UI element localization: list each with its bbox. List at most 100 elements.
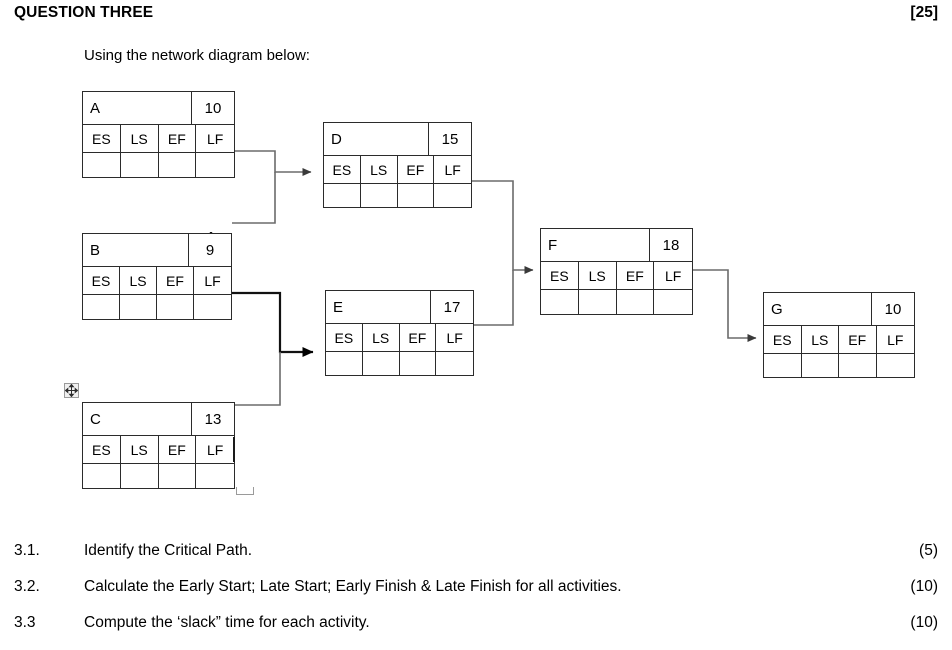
value-lf[interactable] <box>654 290 692 314</box>
node-name: G <box>764 293 872 325</box>
node-title-row: G 10 <box>764 293 914 326</box>
node-header-row: ES LS EF LF <box>541 262 692 290</box>
value-es[interactable] <box>83 464 121 488</box>
node-header-row: ES LS EF LF <box>764 326 914 354</box>
edge-e-to-f <box>474 270 514 326</box>
node-duration: 13 <box>204 410 222 428</box>
node-title-row: A 10 <box>83 92 234 125</box>
value-lf[interactable] <box>877 354 915 377</box>
value-lf[interactable] <box>196 464 234 488</box>
header-ls: LS <box>802 326 839 353</box>
value-es[interactable] <box>326 352 363 375</box>
node-title-row: B 9 <box>83 234 231 267</box>
header-ls: LS <box>363 324 400 351</box>
header-ls: LS <box>121 125 159 152</box>
header-es: ES <box>83 267 120 294</box>
value-ef[interactable] <box>400 352 437 375</box>
header-es: ES <box>83 125 121 152</box>
question-mark: (5) <box>919 542 938 559</box>
node-name: E <box>326 291 431 323</box>
header-ls: LS <box>121 436 159 463</box>
edge-f-to-g <box>693 269 757 342</box>
activity-node-b[interactable]: B 9 ES LS EF LF <box>82 233 232 320</box>
header-ef: EF <box>839 326 877 353</box>
edge-b-to-e <box>232 291 314 357</box>
question-item: 3.2. Calculate the Early Start; Late Sta… <box>14 578 938 614</box>
question-mark: (10) <box>910 578 938 595</box>
value-ef[interactable] <box>159 464 197 488</box>
value-ef[interactable] <box>159 153 197 177</box>
value-ls[interactable] <box>121 464 159 488</box>
node-duration: 9 <box>205 241 215 259</box>
value-ef[interactable] <box>617 290 655 314</box>
header-ef: EF <box>157 267 194 294</box>
node-value-row <box>83 153 234 177</box>
value-lf[interactable] <box>434 184 471 207</box>
edge-d-to-f <box>472 180 534 274</box>
value-ef[interactable] <box>157 295 194 319</box>
header-ef: EF <box>159 125 197 152</box>
node-name: D <box>324 123 429 155</box>
question-item: 3.1. Identify the Critical Path. (5) <box>14 542 938 578</box>
value-es[interactable] <box>324 184 361 207</box>
value-ls[interactable] <box>579 290 617 314</box>
node-duration: 10 <box>204 99 222 117</box>
question-number: 3.1. <box>14 542 40 559</box>
instruction-text: Using the network diagram below: <box>84 47 310 64</box>
activity-node-f[interactable]: F 18 ES LS EF LF <box>540 228 693 315</box>
value-es[interactable] <box>83 153 121 177</box>
question-text: Identify the Critical Path. <box>84 542 252 559</box>
question-header: QUESTION THREE [25] <box>14 4 938 26</box>
value-es[interactable] <box>83 295 120 319</box>
activity-node-c[interactable]: C 13 ES LS EF LF <box>82 402 235 489</box>
value-ls[interactable] <box>121 153 159 177</box>
edge-c-to-e <box>235 352 281 406</box>
activity-node-e[interactable]: E 17 ES LS EF LF <box>325 290 474 376</box>
header-lf: LF <box>446 329 463 346</box>
activity-node-a[interactable]: A 10 ES LS EF LF <box>82 91 235 178</box>
header-lf: LF <box>206 441 224 458</box>
value-lf[interactable] <box>436 352 473 375</box>
header-lf: LF <box>664 267 682 284</box>
node-name: B <box>83 234 189 266</box>
header-es: ES <box>324 156 361 183</box>
question-item: 3.3 Compute the ‘slack” time for each ac… <box>14 614 938 650</box>
value-es[interactable] <box>764 354 802 377</box>
network-diagram: A 10 ES LS EF LF B 9 ES LS EF LF <box>64 91 915 495</box>
value-lf[interactable] <box>196 153 234 177</box>
value-ef[interactable] <box>398 184 435 207</box>
node-value-row <box>83 464 234 488</box>
page-title: QUESTION THREE <box>14 4 154 21</box>
value-lf[interactable] <box>194 295 231 319</box>
header-es: ES <box>326 324 363 351</box>
node-name: F <box>541 229 650 261</box>
question-text: Compute the ‘slack” time for each activi… <box>84 614 370 631</box>
node-title-row: F 18 <box>541 229 692 262</box>
value-es[interactable] <box>541 290 579 314</box>
header-lf: LF <box>444 161 461 178</box>
node-title-row: E 17 <box>326 291 473 324</box>
node-value-row <box>764 354 914 377</box>
node-value-row <box>326 352 473 375</box>
value-ls[interactable] <box>361 184 398 207</box>
header-ls: LS <box>361 156 398 183</box>
node-title-row: D 15 <box>324 123 471 156</box>
value-ls[interactable] <box>363 352 400 375</box>
header-ef: EF <box>400 324 437 351</box>
value-ls[interactable] <box>802 354 839 377</box>
node-name: C <box>83 403 192 435</box>
header-ef: EF <box>398 156 435 183</box>
activity-node-g[interactable]: G 10 ES LS EF LF <box>763 292 915 378</box>
value-ef[interactable] <box>839 354 877 377</box>
header-ls: LS <box>120 267 157 294</box>
node-duration: 10 <box>884 300 902 318</box>
activity-node-d[interactable]: D 15 ES LS EF LF <box>323 122 472 208</box>
resize-handle[interactable] <box>236 487 254 495</box>
value-ls[interactable] <box>120 295 157 319</box>
move-handle-icon[interactable] <box>64 383 79 398</box>
header-ef: EF <box>159 436 197 463</box>
node-value-row <box>541 290 692 314</box>
node-duration: 15 <box>441 130 459 148</box>
node-header-row: ES LS EF LF <box>83 267 231 295</box>
header-lf: LF <box>206 130 224 147</box>
